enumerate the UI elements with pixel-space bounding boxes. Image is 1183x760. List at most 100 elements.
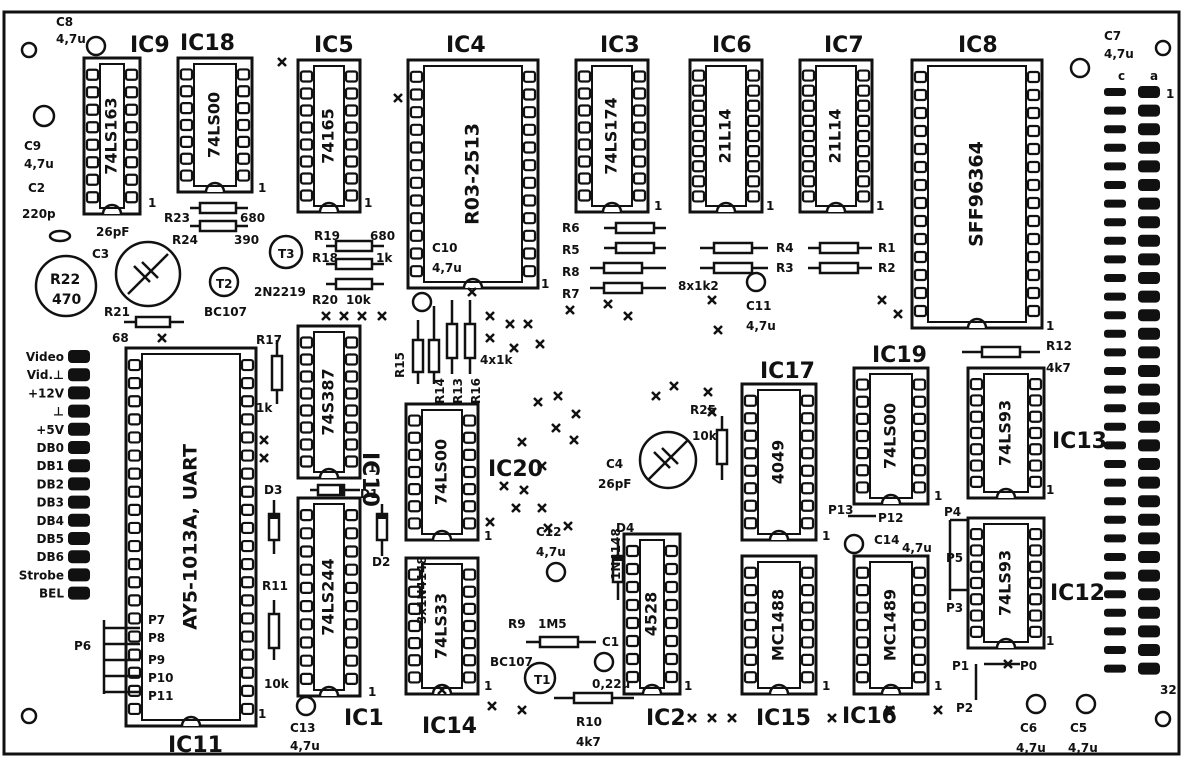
via-mark [707, 407, 717, 417]
label-c4: C4 [606, 457, 623, 471]
label-r20-value: 10k [346, 293, 372, 307]
capacitor-c1 [593, 651, 615, 673]
pin1-label: 1 [934, 679, 942, 693]
connector-pin: DB3 [37, 495, 90, 510]
connector-pin-label: BEL [39, 587, 64, 601]
via-mark [523, 319, 533, 329]
edge-pad-a [1138, 551, 1160, 563]
ic-part-number: 74LS163 [102, 97, 121, 174]
ic-ref: IC14 [422, 714, 477, 739]
edge-pad-c [1104, 106, 1126, 115]
pin1-label: 1 [684, 679, 692, 693]
resistor-r18 [326, 257, 384, 271]
edge-pad-c [1104, 590, 1126, 599]
ic-ref: IC13 [1052, 429, 1107, 454]
via-mark [933, 705, 943, 715]
label-r16: R16 [469, 378, 483, 404]
edge-pad-a [1138, 141, 1160, 154]
round-parts [32, 35, 1097, 717]
ic-ic20: 74LS00 [404, 402, 480, 542]
ic-ref: IC19 [872, 343, 927, 368]
ic-part-number: 4528 [642, 592, 661, 637]
label-t2-type: BC107 [204, 305, 247, 319]
ic-ic14: 74LS33 [404, 556, 480, 696]
ic-ic12: 74LS93 [966, 516, 1046, 650]
edge-pad-a [1138, 495, 1160, 508]
ic-part-number: 74LS33 [432, 593, 451, 659]
label-c2: C2 [28, 181, 45, 195]
connector-pin-label: Strobe [19, 568, 64, 582]
label-c11: C11 [746, 299, 772, 313]
resistor-r1 [808, 241, 872, 255]
edge-pad-a [1138, 588, 1160, 601]
via-mark [511, 503, 521, 513]
edge-pad-a [1138, 123, 1160, 136]
connector-pin-label: Vid.⊥ [27, 368, 64, 382]
edge-connector [1104, 86, 1160, 675]
via-mark [339, 311, 349, 321]
edge-pad-c [1104, 404, 1126, 413]
via-mark [569, 435, 579, 445]
jumper-p6 [102, 620, 140, 694]
label-c5-value: 4,7u [1068, 741, 1098, 755]
transistor-t3 [268, 234, 304, 270]
via-mark [509, 343, 519, 353]
via-mark [321, 311, 331, 321]
edge-pad-a [1138, 253, 1160, 266]
ic-ref: IC10 [357, 452, 382, 507]
resistor-r8 [590, 261, 666, 275]
ic-part-number: 74LS244 [319, 558, 338, 635]
resistor-r3 [700, 261, 768, 275]
label-r14: R14 [433, 378, 447, 404]
resistor-r14 [427, 306, 441, 384]
label-c7: C7 [1104, 29, 1121, 43]
resistor-r5 [604, 241, 666, 255]
label-c13: C13 [290, 721, 316, 735]
via-mark [893, 309, 903, 319]
via-mark [535, 339, 545, 349]
label-r25-value: 10k [692, 429, 718, 443]
label-c6: C6 [1020, 721, 1037, 735]
label-c3-value: 26pF [96, 225, 130, 239]
via-mark [485, 517, 495, 527]
edge-pad-a [1138, 458, 1160, 470]
connector-pin: DB0 [37, 441, 90, 455]
label-r7: R7 [562, 287, 580, 301]
ic-ref: IC15 [756, 706, 811, 731]
edge-pad-c [1104, 348, 1126, 357]
ic-ic16: MC1489 [852, 554, 930, 696]
edge-pad-c [1104, 441, 1126, 450]
capacitor-c11 [745, 271, 767, 293]
edge-pad-c [1104, 162, 1126, 171]
ic-ic17: 4049 [740, 382, 818, 542]
connector-pin-label: +5V [36, 423, 64, 437]
label-diode-set: 3x1N4148 [415, 556, 429, 624]
via-mark [259, 453, 269, 463]
label-connector-pin1: 1 [1166, 87, 1174, 101]
via-mark [623, 311, 633, 321]
edge-pad-a [1138, 290, 1160, 303]
label-r18: R18 [312, 251, 338, 265]
label-d4-type: 1N4148 [609, 528, 623, 580]
edge-pad-a [1138, 513, 1160, 526]
ic-part-number: SFF96364 [966, 141, 988, 247]
via-mark [485, 333, 495, 343]
pin1-label: 1 [876, 199, 884, 213]
edge-pad-a [1138, 476, 1160, 489]
connector-pin-label: Video [26, 350, 64, 364]
edge-pad-c [1104, 199, 1126, 208]
label-c3: C3 [92, 247, 109, 261]
resistor-r7 [590, 281, 666, 295]
mounting-hole [1154, 39, 1172, 57]
connector-pin: BEL [39, 586, 90, 601]
ic-ic18: 74LS00 [176, 56, 254, 194]
edge-pad-c [1104, 571, 1126, 580]
label-p9: P9 [148, 653, 165, 667]
edge-pad-c [1104, 88, 1126, 96]
pin1-label: 1 [766, 199, 774, 213]
label-c12-value: 4,7u [536, 545, 566, 559]
via-mark [651, 391, 661, 401]
pin1-label: 1 [822, 679, 830, 693]
edge-pad-c [1104, 218, 1126, 227]
